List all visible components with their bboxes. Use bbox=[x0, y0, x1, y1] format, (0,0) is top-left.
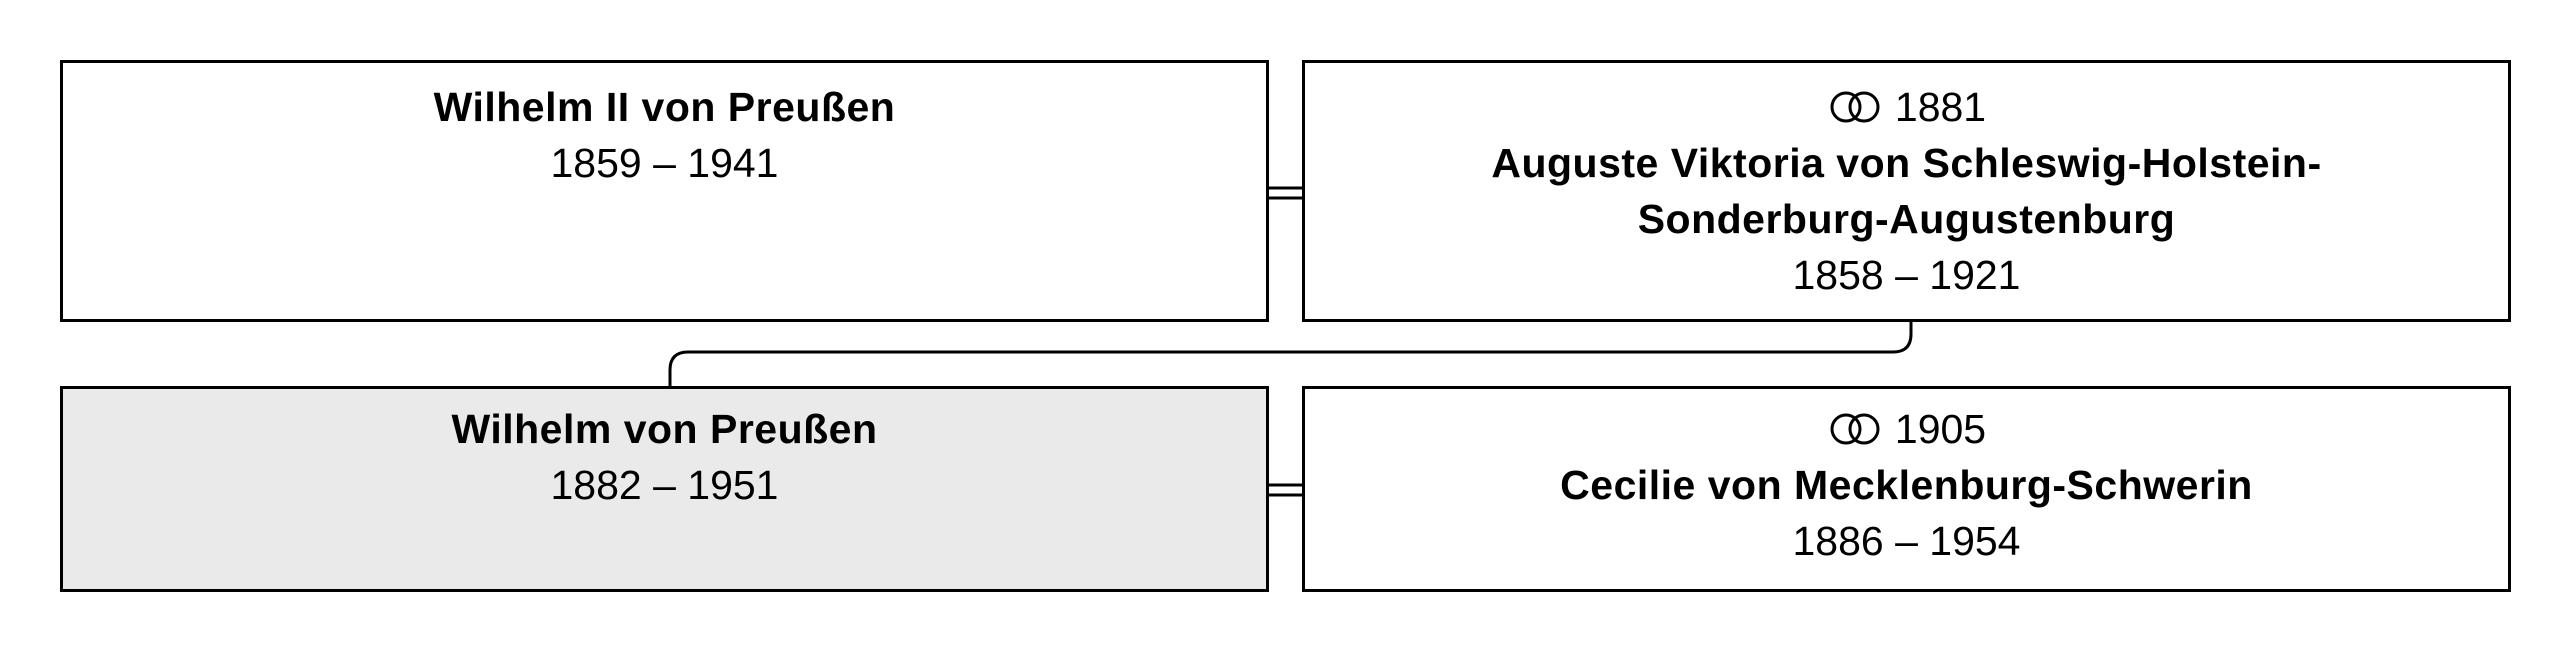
person-name: Wilhelm II von Preußen bbox=[433, 84, 896, 130]
spouse-card-cecilie[interactable]: 1905 Cecilie von Mecklenburg-Schwerin 18… bbox=[1302, 386, 2511, 592]
spouse-dates: 1886 – 1954 bbox=[1792, 518, 2021, 564]
marriage-year: 1905 bbox=[1894, 406, 1987, 452]
spouse-dates: 1858 – 1921 bbox=[1792, 252, 2021, 298]
spouse-card-auguste-viktoria[interactable]: 1881 Auguste Viktoria von Schleswig-Hols… bbox=[1302, 60, 2511, 322]
marriage-info: 1881 bbox=[1305, 79, 2508, 135]
person-name: Wilhelm von Preußen bbox=[451, 406, 878, 452]
person-dates: 1882 – 1951 bbox=[550, 462, 779, 508]
rings-icon bbox=[1827, 412, 1883, 446]
spouse-name: Cecilie von Mecklenburg-Schwerin bbox=[1560, 462, 2253, 508]
spouse-name-line-2: Sonderburg-Augustenburg bbox=[1637, 196, 2176, 242]
marriage-year: 1881 bbox=[1894, 84, 1987, 130]
descent-connector bbox=[668, 321, 1913, 386]
person-dates: 1859 – 1941 bbox=[550, 140, 779, 186]
marriage-info: 1905 bbox=[1305, 401, 2508, 457]
person-card-wilhelm[interactable]: Wilhelm von Preußen 1882 – 1951 bbox=[60, 386, 1269, 592]
rings-icon bbox=[1827, 90, 1883, 124]
spouse-name-line-1: Auguste Viktoria von Schleswig-Holstein- bbox=[1491, 140, 2322, 186]
person-card-wilhelm-ii[interactable]: Wilhelm II von Preußen 1859 – 1941 bbox=[60, 60, 1269, 322]
